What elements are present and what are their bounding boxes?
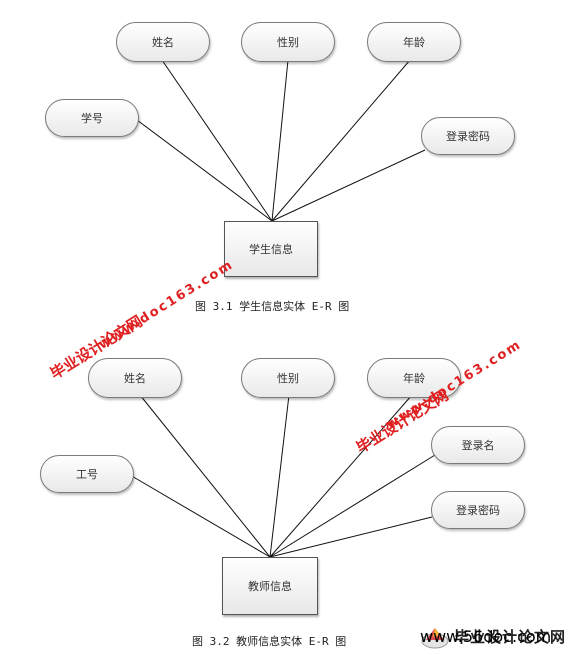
attr-d2-login: 登录名 [431, 426, 525, 464]
attr-d1-id: 学号 [45, 99, 139, 137]
edge-d2-gender [269, 394, 290, 558]
attr-d2-age: 年龄 [367, 358, 461, 398]
edge-d2-age [269, 394, 413, 558]
logo-text: 毕业设计论文网 [454, 628, 567, 646]
logo-url: www.56doc.com [420, 627, 552, 646]
attr-d1-password: 登录密码 [421, 117, 515, 155]
caption-figure-3-2: 图 3.2 教师信息实体 E-R 图 [192, 635, 347, 648]
attr-d2-name: 姓名 [88, 358, 182, 398]
entity-student: 学生信息 [224, 221, 318, 277]
logo-mark-icon [421, 627, 449, 648]
attr-d1-gender: 性别 [241, 22, 335, 62]
edge-d2-login [269, 454, 436, 558]
edge-d2-password [269, 516, 433, 558]
caption-figure-3-1: 图 3.1 学生信息实体 E-R 图 [195, 300, 350, 313]
attr-d1-name: 姓名 [116, 22, 210, 62]
edge-d2-name [139, 394, 271, 558]
attr-d2-gender: 性别 [241, 358, 335, 398]
edge-d2-id [129, 474, 271, 558]
edge-d1-age [271, 59, 411, 222]
attr-d2-id: 工号 [40, 455, 134, 493]
edge-d1-gender [271, 59, 289, 222]
entity-teacher: 教师信息 [222, 557, 318, 615]
site-logo: 毕业设计论文网 [420, 618, 585, 655]
edge-d1-id [136, 119, 273, 222]
attr-d1-age: 年龄 [367, 22, 461, 62]
edge-d1-name [161, 59, 273, 222]
edge-d1-password [271, 149, 426, 222]
attr-d2-password: 登录密码 [431, 491, 525, 529]
